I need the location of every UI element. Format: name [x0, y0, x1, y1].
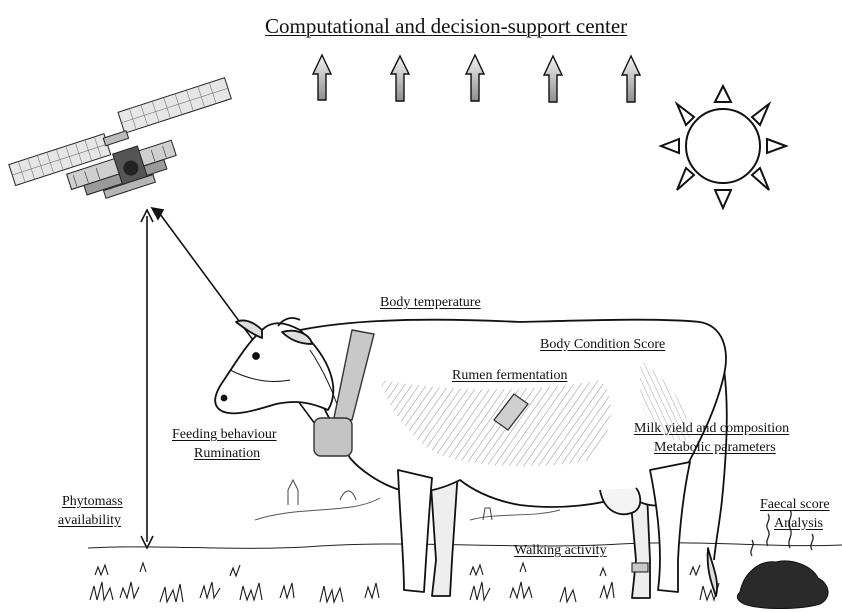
label-body-temperature: Body temperature	[380, 295, 481, 311]
label-walking-activity: Walking activity	[514, 543, 607, 559]
upload-arrow-icon	[544, 56, 562, 102]
label-rumen-fermentation: Rumen fermentation	[452, 368, 567, 384]
upload-arrows	[313, 55, 640, 102]
grass-illustration	[88, 480, 842, 602]
label-body-condition-score: Body Condition Score	[540, 337, 665, 353]
cow-illustration	[215, 318, 727, 598]
upload-arrow-icon	[622, 56, 640, 102]
upload-arrow-icon	[313, 55, 331, 100]
upload-arrow-icon	[391, 56, 409, 101]
diagram-title: Computational and decision-support cente…	[265, 14, 627, 38]
label-rumination: Rumination	[194, 446, 260, 462]
label-availability: availability	[58, 513, 121, 529]
label-analysis: Analysis	[774, 516, 823, 532]
label-faecal-score: Faecal score	[760, 497, 830, 513]
satellite-icon	[4, 78, 249, 224]
pedometer-icon	[632, 563, 648, 572]
sun-icon	[661, 86, 786, 208]
label-milk-yield: Milk yield and composition	[634, 421, 789, 437]
upload-arrow-icon	[466, 55, 484, 101]
label-feeding-behaviour: Feeding behaviour	[172, 427, 277, 443]
label-metabolic-parameters: Metabolic parameters	[654, 440, 776, 456]
label-phytomass: Phytomass	[62, 494, 123, 510]
